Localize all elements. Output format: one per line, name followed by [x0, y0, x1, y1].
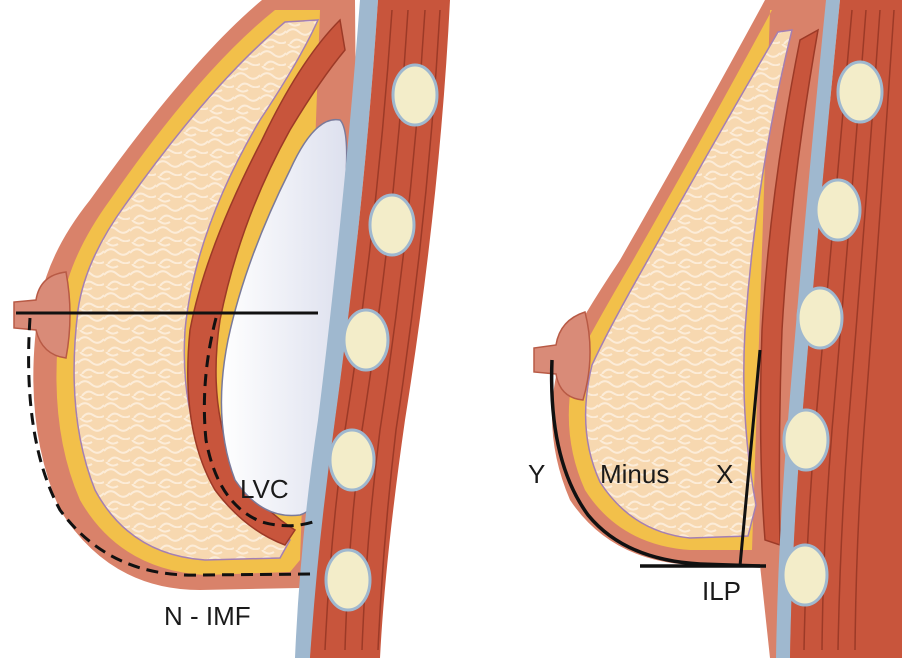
x-label: X: [716, 459, 733, 489]
right-rib-2: [816, 180, 860, 240]
right-rib-1: [838, 62, 882, 122]
right-panel-natural-breast: Y Minus X ILP: [528, 0, 902, 658]
y-label: Y: [528, 459, 545, 489]
minus-label: Minus: [600, 459, 669, 489]
right-nipple: [534, 312, 590, 400]
left-rib-2: [370, 195, 414, 255]
right-rib-5: [783, 545, 827, 605]
right-rib-4: [784, 410, 828, 470]
n-imf-label: N - IMF: [164, 601, 251, 631]
left-rib-4: [330, 430, 374, 490]
left-panel-augmented-breast: LVC N - IMF: [14, 0, 450, 658]
left-rib-1: [393, 65, 437, 125]
left-rib-3: [344, 310, 388, 370]
lvc-label: LVC: [240, 474, 289, 504]
left-nipple: [14, 272, 70, 358]
ilp-label: ILP: [702, 576, 741, 606]
left-rib-5: [326, 550, 370, 610]
right-rib-3: [798, 288, 842, 348]
